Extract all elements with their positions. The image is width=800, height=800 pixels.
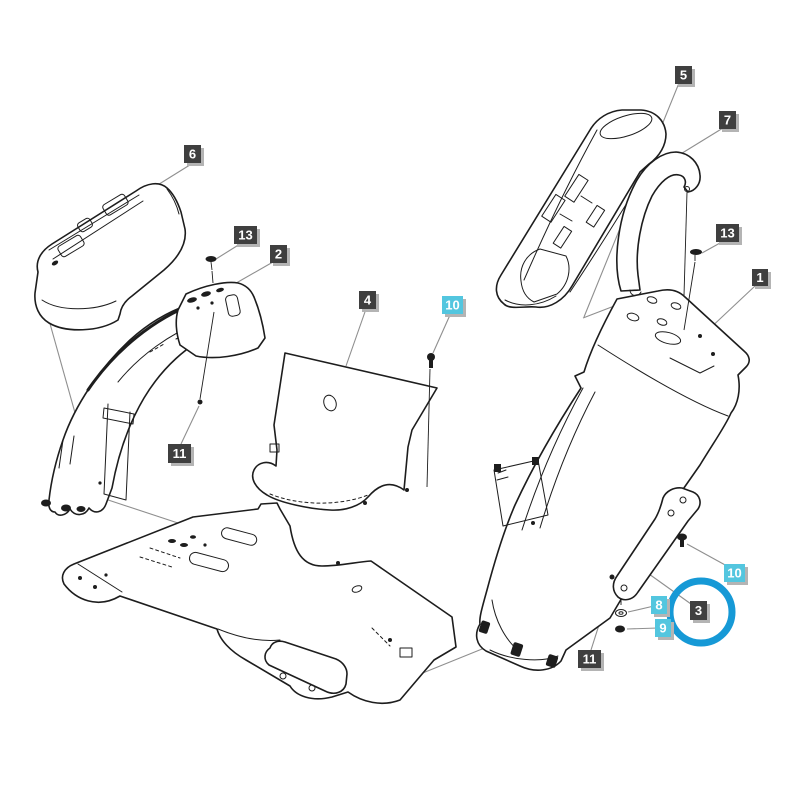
part-label-1[interactable]: 1	[752, 269, 771, 289]
part-3-support-bracket-drawing	[612, 487, 701, 601]
svg-text:13: 13	[720, 226, 734, 241]
hardware-fasteners	[199, 249, 702, 633]
screw-10-right-drawing	[677, 533, 687, 547]
svg-text:6: 6	[189, 147, 196, 162]
part-2-left-fender-drawing	[41, 281, 266, 516]
svg-text:13: 13	[238, 228, 252, 243]
part-label-11-bottom[interactable]: 11	[578, 650, 604, 671]
part-5-top-cover-drawing	[495, 109, 667, 309]
screw-13-right-drawing	[683, 249, 702, 331]
part-label-10-right[interactable]: 10	[724, 564, 748, 585]
part-label-8[interactable]: 8	[651, 596, 670, 617]
callout-labels: 6 13 2 4 10 5 7 13	[168, 66, 771, 671]
part-label-6[interactable]: 6	[184, 145, 204, 166]
part-label-13-left[interactable]: 13	[234, 226, 260, 247]
washer-8-drawing	[615, 609, 627, 617]
screw-13-left-drawing	[199, 256, 217, 400]
svg-text:8: 8	[655, 598, 662, 613]
svg-text:2: 2	[275, 247, 282, 262]
part-label-5[interactable]: 5	[675, 66, 695, 87]
svg-text:10: 10	[445, 298, 459, 313]
svg-text:1: 1	[756, 270, 763, 285]
part-label-10-center[interactable]: 10	[442, 296, 466, 317]
nut-9-drawing	[615, 625, 625, 633]
svg-text:5: 5	[680, 68, 687, 83]
svg-text:3: 3	[695, 603, 702, 618]
part-label-9[interactable]: 9	[655, 619, 674, 640]
part-6-console-cover-drawing	[34, 182, 187, 331]
part-label-2[interactable]: 2	[270, 245, 290, 266]
svg-text:4: 4	[364, 293, 372, 308]
part-label-3[interactable]: 3	[690, 601, 710, 623]
part-label-11-left[interactable]: 11	[168, 444, 194, 466]
svg-text:11: 11	[173, 446, 187, 461]
part-label-13-right[interactable]: 13	[716, 224, 742, 245]
stud-11-left-dot	[197, 399, 203, 405]
part-label-7[interactable]: 7	[719, 111, 739, 132]
svg-text:10: 10	[727, 566, 741, 581]
part-1-right-fender-drawing	[475, 289, 750, 671]
part-4-center-panel-drawing	[251, 352, 438, 511]
part-label-4[interactable]: 4	[359, 291, 379, 312]
floor-panel-drawing	[61, 502, 457, 704]
screw-10-center-drawing	[426, 353, 435, 488]
svg-text:9: 9	[659, 621, 666, 636]
svg-text:7: 7	[724, 113, 731, 128]
stud-11-bottom-dot	[609, 574, 615, 580]
svg-text:11: 11	[583, 652, 597, 667]
